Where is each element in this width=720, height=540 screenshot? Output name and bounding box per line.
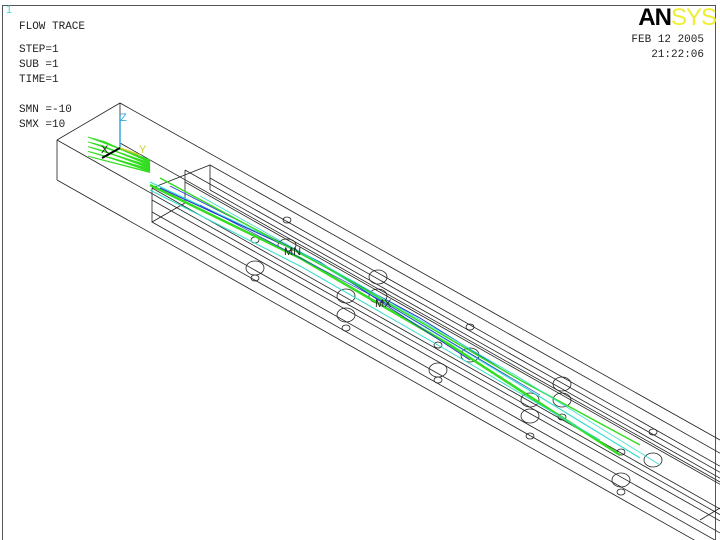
y-axis-line bbox=[119, 147, 141, 156]
coil-ellipse bbox=[245, 260, 265, 276]
streamline bbox=[199, 204, 541, 396]
channel-edge bbox=[151, 211, 720, 534]
inlet-streamline bbox=[102, 154, 151, 172]
outer-box-edge bbox=[119, 142, 720, 483]
inlet-streamline bbox=[102, 140, 151, 163]
outer-box-edge bbox=[56, 179, 695, 540]
coil-ellipse bbox=[433, 341, 443, 349]
coil-ellipse bbox=[616, 488, 626, 496]
coil-ellipse bbox=[250, 274, 260, 282]
channel-end-face bbox=[151, 164, 211, 190]
streamline bbox=[199, 195, 661, 466]
coil-ellipse bbox=[552, 376, 572, 392]
max-marker: MX bbox=[375, 298, 392, 310]
plot-title: FLOW TRACE bbox=[19, 21, 86, 33]
z-axis-label: Z bbox=[120, 112, 127, 124]
plot-frame bbox=[2, 5, 716, 540]
x-axis-line bbox=[101, 147, 121, 159]
channel-edge bbox=[151, 221, 716, 540]
step-label: STEP=1 bbox=[19, 44, 59, 56]
coil-ellipse bbox=[611, 472, 631, 488]
channel-edge bbox=[209, 164, 720, 454]
streamline bbox=[159, 177, 641, 446]
sub-label: SUB =1 bbox=[19, 59, 59, 71]
time-label: TIME=1 bbox=[19, 74, 59, 86]
window-number: 1 bbox=[6, 4, 13, 16]
x-axis-label: X bbox=[101, 144, 109, 156]
channel-edge bbox=[151, 187, 720, 510]
coil-ellipse bbox=[648, 428, 658, 436]
y-axis-label: Y bbox=[139, 144, 147, 156]
channel-edge bbox=[151, 199, 720, 522]
coil-ellipse bbox=[336, 307, 356, 323]
channel-end-face bbox=[699, 507, 720, 521]
streamline bbox=[149, 189, 601, 441]
outer-box-edge bbox=[56, 139, 720, 515]
coil-ellipse bbox=[336, 288, 356, 304]
channel-edge bbox=[184, 169, 720, 473]
ansys-logo: ANSYS bbox=[638, 4, 717, 31]
channel-end-face bbox=[151, 188, 186, 223]
coil-ellipse bbox=[525, 432, 535, 440]
coil-ellipse bbox=[368, 269, 388, 285]
coil-ellipse bbox=[282, 216, 292, 224]
coil-ellipse bbox=[465, 323, 475, 331]
channel-edge bbox=[184, 181, 720, 485]
coil-ellipse bbox=[433, 376, 443, 384]
coil-ellipse bbox=[520, 408, 540, 424]
streamline bbox=[169, 185, 471, 361]
coil-ellipse bbox=[643, 452, 663, 468]
inlet-streamline bbox=[90, 156, 151, 173]
smn-label: SMN =-10 bbox=[19, 104, 72, 116]
outer-box-top-edge bbox=[56, 102, 720, 441]
coil-ellipse bbox=[520, 392, 540, 408]
coil-ellipse bbox=[552, 392, 572, 408]
clock-label: 21:22:06 bbox=[651, 49, 704, 61]
coil-ellipse bbox=[557, 413, 567, 421]
smx-label: SMX =10 bbox=[19, 119, 66, 131]
date-label: FEB 12 2005 bbox=[631, 34, 704, 46]
min-marker: MN bbox=[284, 246, 301, 258]
streamline bbox=[149, 183, 621, 457]
channel-edge bbox=[209, 177, 720, 467]
channel-edge bbox=[209, 189, 720, 479]
coil-ellipse bbox=[341, 324, 351, 332]
inlet-streamline bbox=[102, 145, 151, 166]
